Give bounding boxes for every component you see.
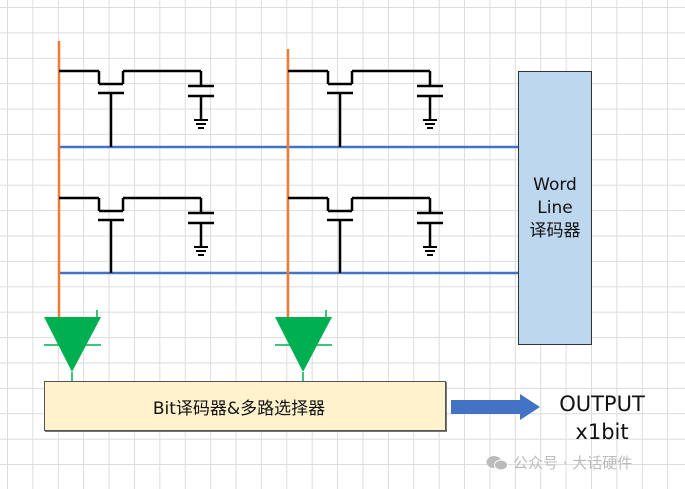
ground-icon — [194, 119, 208, 129]
ground-icon — [194, 246, 208, 256]
memory-cell-r2-c2 — [288, 196, 443, 273]
transistor — [288, 69, 430, 147]
wordline-decoder-line2: Line — [537, 197, 573, 218]
output-arrow — [451, 394, 540, 420]
transistor — [59, 196, 201, 273]
memory-cell-r2-c1 — [59, 196, 214, 273]
wechat-icon — [486, 455, 508, 470]
ground-icon — [423, 246, 437, 256]
transistor — [59, 69, 201, 147]
watermark: 公众号 · 大话硬件 — [486, 452, 632, 473]
capacitor — [188, 71, 214, 120]
memory-cell-r1-c1 — [59, 69, 214, 147]
bit-decoder-mux: Bit译码器&多路选择器 — [44, 381, 446, 431]
ground-icon — [423, 119, 437, 129]
bit-decoder-label: Bit译码器&多路选择器 — [152, 398, 326, 419]
capacitor — [188, 198, 214, 247]
wordline-decoder: Word Line 译码器 — [518, 71, 592, 345]
wordline-decoder-line3: 译码器 — [529, 220, 581, 241]
wordline-decoder-line1: Word — [533, 174, 577, 195]
capacitor — [417, 71, 443, 120]
output-label: OUTPUT x1bit — [546, 390, 658, 446]
output-line1: OUTPUT — [559, 392, 645, 416]
sense-amp-1 — [44, 310, 101, 381]
sense-amp-2 — [275, 310, 332, 381]
transistor — [288, 196, 430, 273]
capacitor — [417, 198, 443, 247]
watermark-text: 公众号 · 大话硬件 — [513, 454, 633, 472]
memory-cell-r1-c2 — [288, 69, 443, 147]
output-line2: x1bit — [575, 420, 629, 444]
